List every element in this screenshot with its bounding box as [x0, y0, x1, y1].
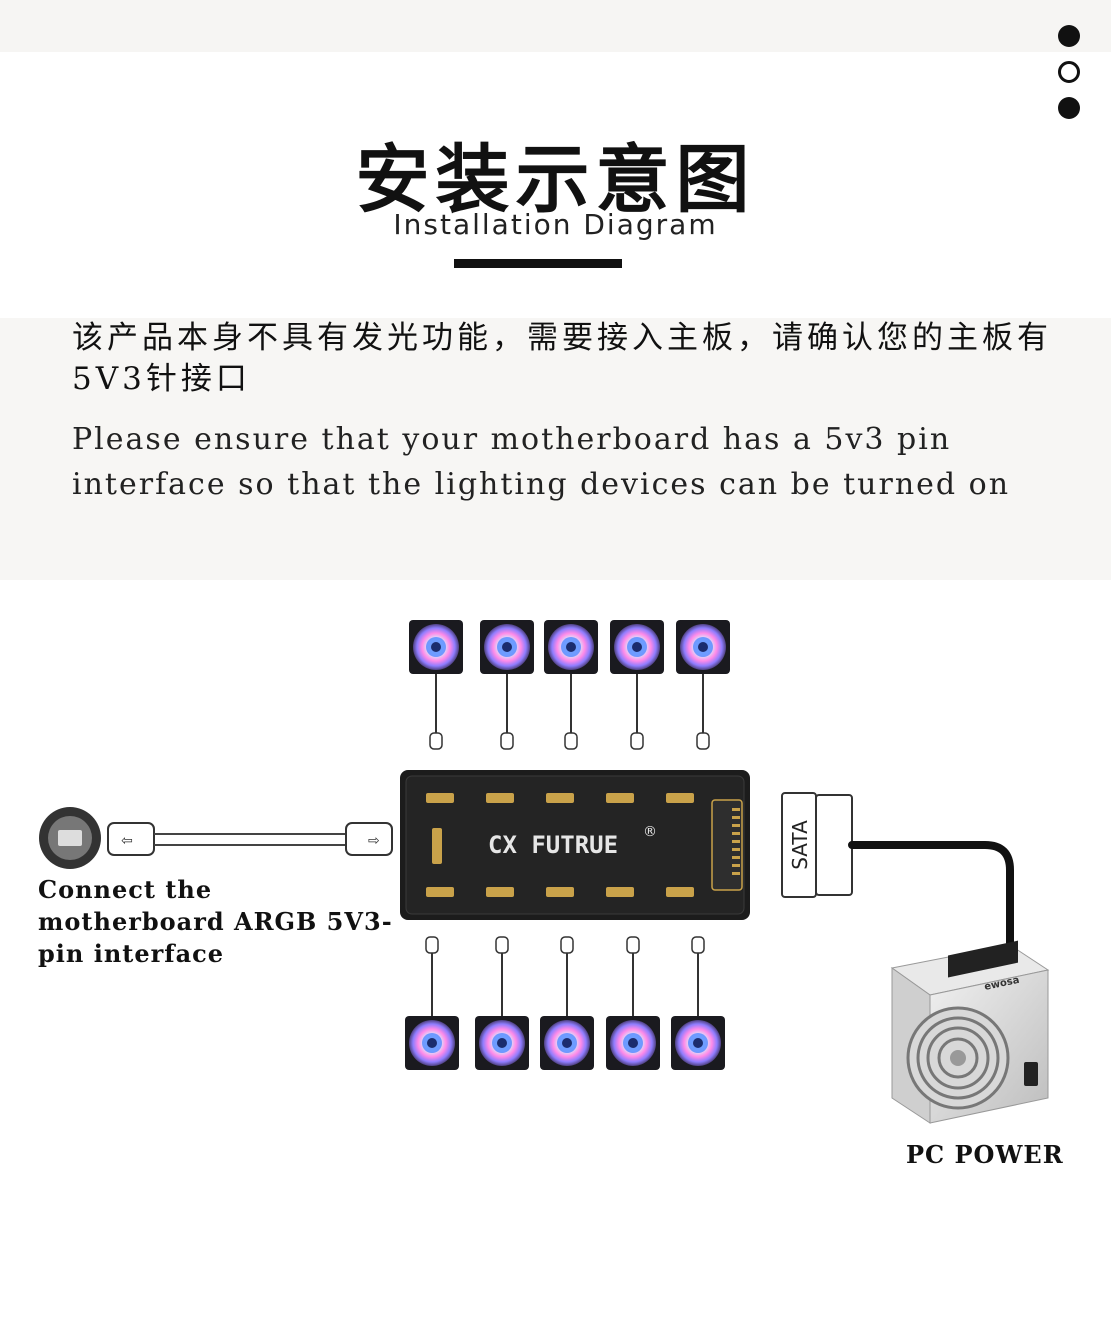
description-cn: 该产品本身不具有发光功能，需要接入主板，请确认您的主板有5V3针接口: [72, 320, 1052, 397]
fan-icon: [540, 936, 594, 1070]
fan-icon: [544, 620, 598, 750]
fan-icon: [409, 620, 463, 750]
page-title: 安装示意图: [355, 137, 756, 223]
description-band: [0, 318, 1111, 580]
top-band: [0, 0, 1111, 52]
fans-bottom: [405, 936, 725, 1070]
fan-icon: [606, 936, 660, 1070]
hub-reg-mark: ®: [643, 824, 657, 840]
motherboard-label: Connect the motherboard ARGB 5V3-pin int…: [38, 875, 393, 968]
fan-icon: [610, 620, 664, 750]
pager-dot[interactable]: [1058, 97, 1080, 119]
sata-connector: SATA: [781, 792, 1014, 964]
sata-label: SATA: [788, 820, 812, 870]
pager-dot-active[interactable]: [1058, 61, 1080, 83]
plug-arrow-icon: ⇦: [121, 833, 133, 849]
pager-dots: [1058, 25, 1082, 133]
motherboard-cable: ⇦ ⇨: [39, 807, 393, 869]
pager-dot[interactable]: [1058, 25, 1080, 47]
title-underline: [454, 259, 622, 268]
description-en: Please ensure that your motherboard has …: [72, 422, 1011, 502]
fan-icon: [475, 936, 529, 1070]
power-supply-unit: ewosa: [890, 940, 1050, 1124]
hub-brand-text: CX FUTRUE: [488, 831, 618, 859]
fan-icon: [480, 620, 534, 750]
plug-arrow-icon: ⇨: [368, 833, 380, 849]
fan-icon: [405, 936, 459, 1070]
argb-hub-board: CX FUTRUE ®: [400, 770, 750, 920]
power-label: PC POWER: [906, 1140, 1064, 1169]
fan-icon: [676, 620, 730, 750]
fans-top: [409, 620, 730, 750]
fan-icon: [671, 936, 725, 1070]
page-subtitle: Installation Diagram: [393, 208, 718, 241]
